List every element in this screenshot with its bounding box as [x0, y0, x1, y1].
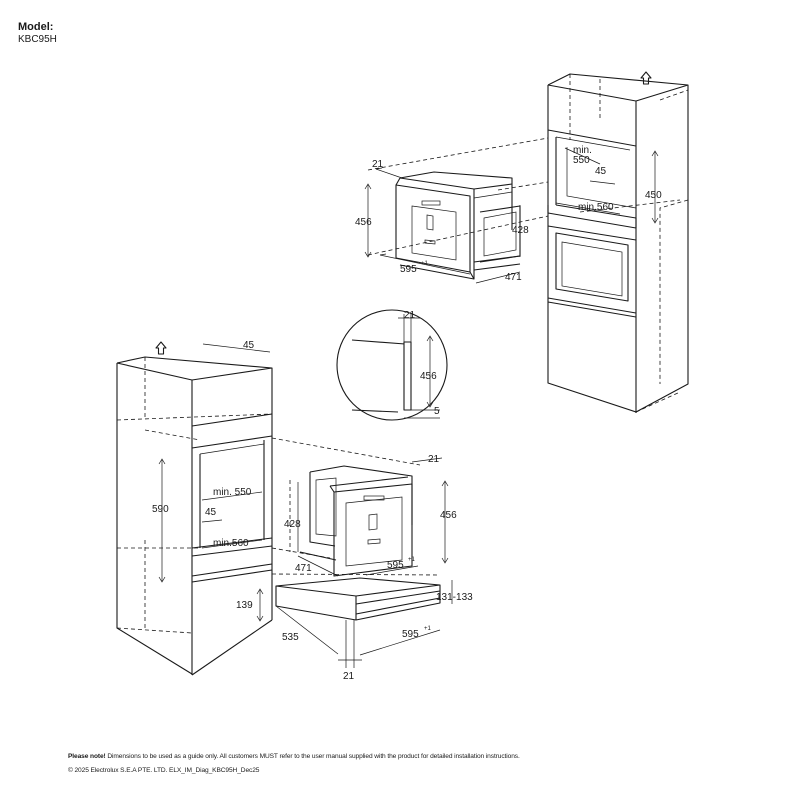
dim-bottom-depth-21: 21	[428, 454, 440, 465]
dim-bottom-width-595-b: 595	[402, 629, 419, 640]
dim-top-height-456: 456	[355, 217, 372, 228]
dim-min560-top: min.560	[578, 202, 614, 213]
dim-top-depth-471: 471	[505, 272, 522, 283]
dim-bottom-depth-21-b: 21	[343, 671, 355, 682]
dim-min550-a: min.	[573, 145, 592, 156]
dim-top-depth-21: 21	[372, 159, 384, 170]
dim-bottom-tol-b: +1	[424, 626, 432, 632]
model-label: Model:	[18, 21, 54, 33]
top-coffee-unit: 21 456 428 595 +1 471	[355, 137, 549, 284]
note-label: Please note!	[68, 753, 106, 760]
dim-top-tol: +1	[421, 261, 429, 267]
up-arrow-icon	[155, 341, 167, 355]
left-tall-cabinet: 45 590 min. 550 45 min.560 139	[116, 340, 273, 676]
footer-copyright: © 2025 Electrolux S.E.A PTE. LTD. ELX_IM…	[68, 767, 260, 774]
dim-bottom-depth-535: 535	[282, 632, 299, 643]
dim-bottom-depth-471: 471	[295, 563, 312, 574]
dim-height-450: 450	[645, 190, 662, 201]
dim-left-height-590: 590	[152, 504, 169, 515]
dim-left-depth-45: 45	[243, 340, 255, 351]
dim-detail-21: 21	[404, 310, 416, 321]
note-text: Dimensions to be used as a guide only. A…	[105, 753, 520, 760]
bottom-coffee-unit: 21 456 428 471 595 +1 131-133 535 595 +1…	[271, 437, 473, 682]
top-tall-cabinet: min. 550 45 min.560 450	[547, 71, 689, 413]
dim-bottom-height-456: 456	[440, 510, 457, 521]
dim-left-min550: min. 550	[213, 487, 252, 498]
model-code: KBC95H	[18, 34, 57, 45]
dim-bottom-height-131-133: 131-133	[436, 592, 473, 603]
dim-left-height-139: 139	[236, 600, 253, 611]
dim-min550-b: 550	[573, 155, 590, 166]
dim-bottom-tol-a: +1	[408, 557, 416, 563]
dim-detail-5: 5	[434, 406, 440, 417]
dim-top-width-595: 595	[400, 264, 417, 275]
dim-bottom-width-595: 595	[387, 560, 404, 571]
dim-detail-456: 456	[420, 371, 437, 382]
dim-bottom-height-428: 428	[284, 519, 301, 530]
dim-left-min560: min.560	[213, 538, 249, 549]
footer-note: Please note! Dimensions to be used as a …	[68, 753, 520, 760]
detail-circle: 21 456 5	[336, 309, 448, 421]
dim-gap-45-top: 45	[595, 166, 607, 177]
dim-left-gap-45: 45	[205, 507, 217, 518]
dim-top-height-428: 428	[512, 225, 529, 236]
up-arrow-icon	[640, 71, 652, 85]
